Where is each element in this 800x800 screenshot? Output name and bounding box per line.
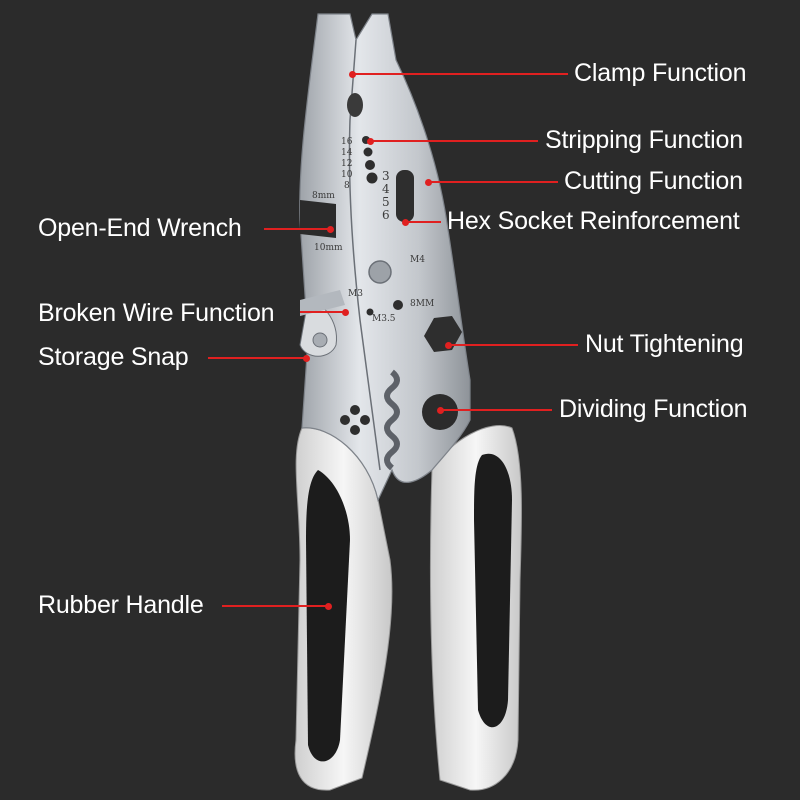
thread-m4-mark: M4: [410, 255, 425, 265]
gauge-12: 12: [341, 159, 352, 169]
wrench-8mm-mark: 8mm: [312, 191, 335, 201]
hex-size-3: 3: [382, 169, 390, 183]
right-rubber-grip: [474, 453, 512, 728]
right-handle: [429, 425, 523, 791]
cutting-callout-line: [428, 181, 558, 183]
thread-m3-mark: M3: [348, 289, 363, 299]
gauge-8: 8: [344, 181, 350, 191]
nut-callout-line: [448, 344, 578, 346]
nut-tightening-label: Nut Tightening: [585, 330, 744, 358]
dividing-callout-line: [440, 409, 552, 411]
hex-socket-reinforcement-label: Hex Socket Reinforcement: [447, 207, 740, 235]
rubber-handle-label: Rubber Handle: [38, 591, 204, 619]
wrench-callout-line: [264, 228, 330, 230]
hex-size-4: 4: [382, 182, 390, 196]
broken-wire-function-label: Broken Wire Function: [38, 299, 275, 327]
thread-m35-mark: M3.5: [372, 314, 396, 324]
storage-snap-callout-line: [208, 357, 306, 359]
hex-size-6: 6: [382, 208, 390, 222]
stripping-callout-line: [370, 140, 538, 142]
dividing-function-label: Dividing Function: [559, 395, 748, 423]
left-handle: [294, 427, 393, 791]
broken-wire-callout-dot: [342, 309, 349, 316]
hex-size-5: 5: [382, 195, 390, 209]
hex-socket-callout-line: [405, 221, 441, 223]
open-end-wrench-label: Open-End Wrench: [38, 214, 242, 242]
steel-jaws: [299, 13, 471, 502]
engraved-markings: 16 14 12 10 8 3 4 5 6 8mm 10mm M4 M3 M3.…: [312, 137, 434, 324]
wrench-callout-dot: [327, 226, 334, 233]
rubber-handle-callout-dot: [325, 603, 332, 610]
storage-snap-callout-dot: [303, 355, 310, 362]
broken-wire-callout-line: [300, 311, 345, 313]
clamp-function-label: Clamp Function: [574, 59, 747, 87]
left-rubber-grip: [306, 470, 350, 762]
stripping-function-label: Stripping Function: [545, 126, 743, 154]
rubber-handle-callout-line: [222, 605, 328, 607]
wrench-10mm-mark: 10mm: [314, 243, 343, 253]
clamp-callout-line: [352, 73, 568, 75]
gauge-14: 14: [341, 148, 353, 158]
storage-snap-label: Storage Snap: [38, 343, 189, 371]
thread-8mm-mark: 8MM: [410, 299, 434, 309]
cutting-function-label: Cutting Function: [564, 167, 743, 195]
gauge-10: 10: [341, 170, 353, 180]
gauge-16: 16: [341, 137, 353, 147]
